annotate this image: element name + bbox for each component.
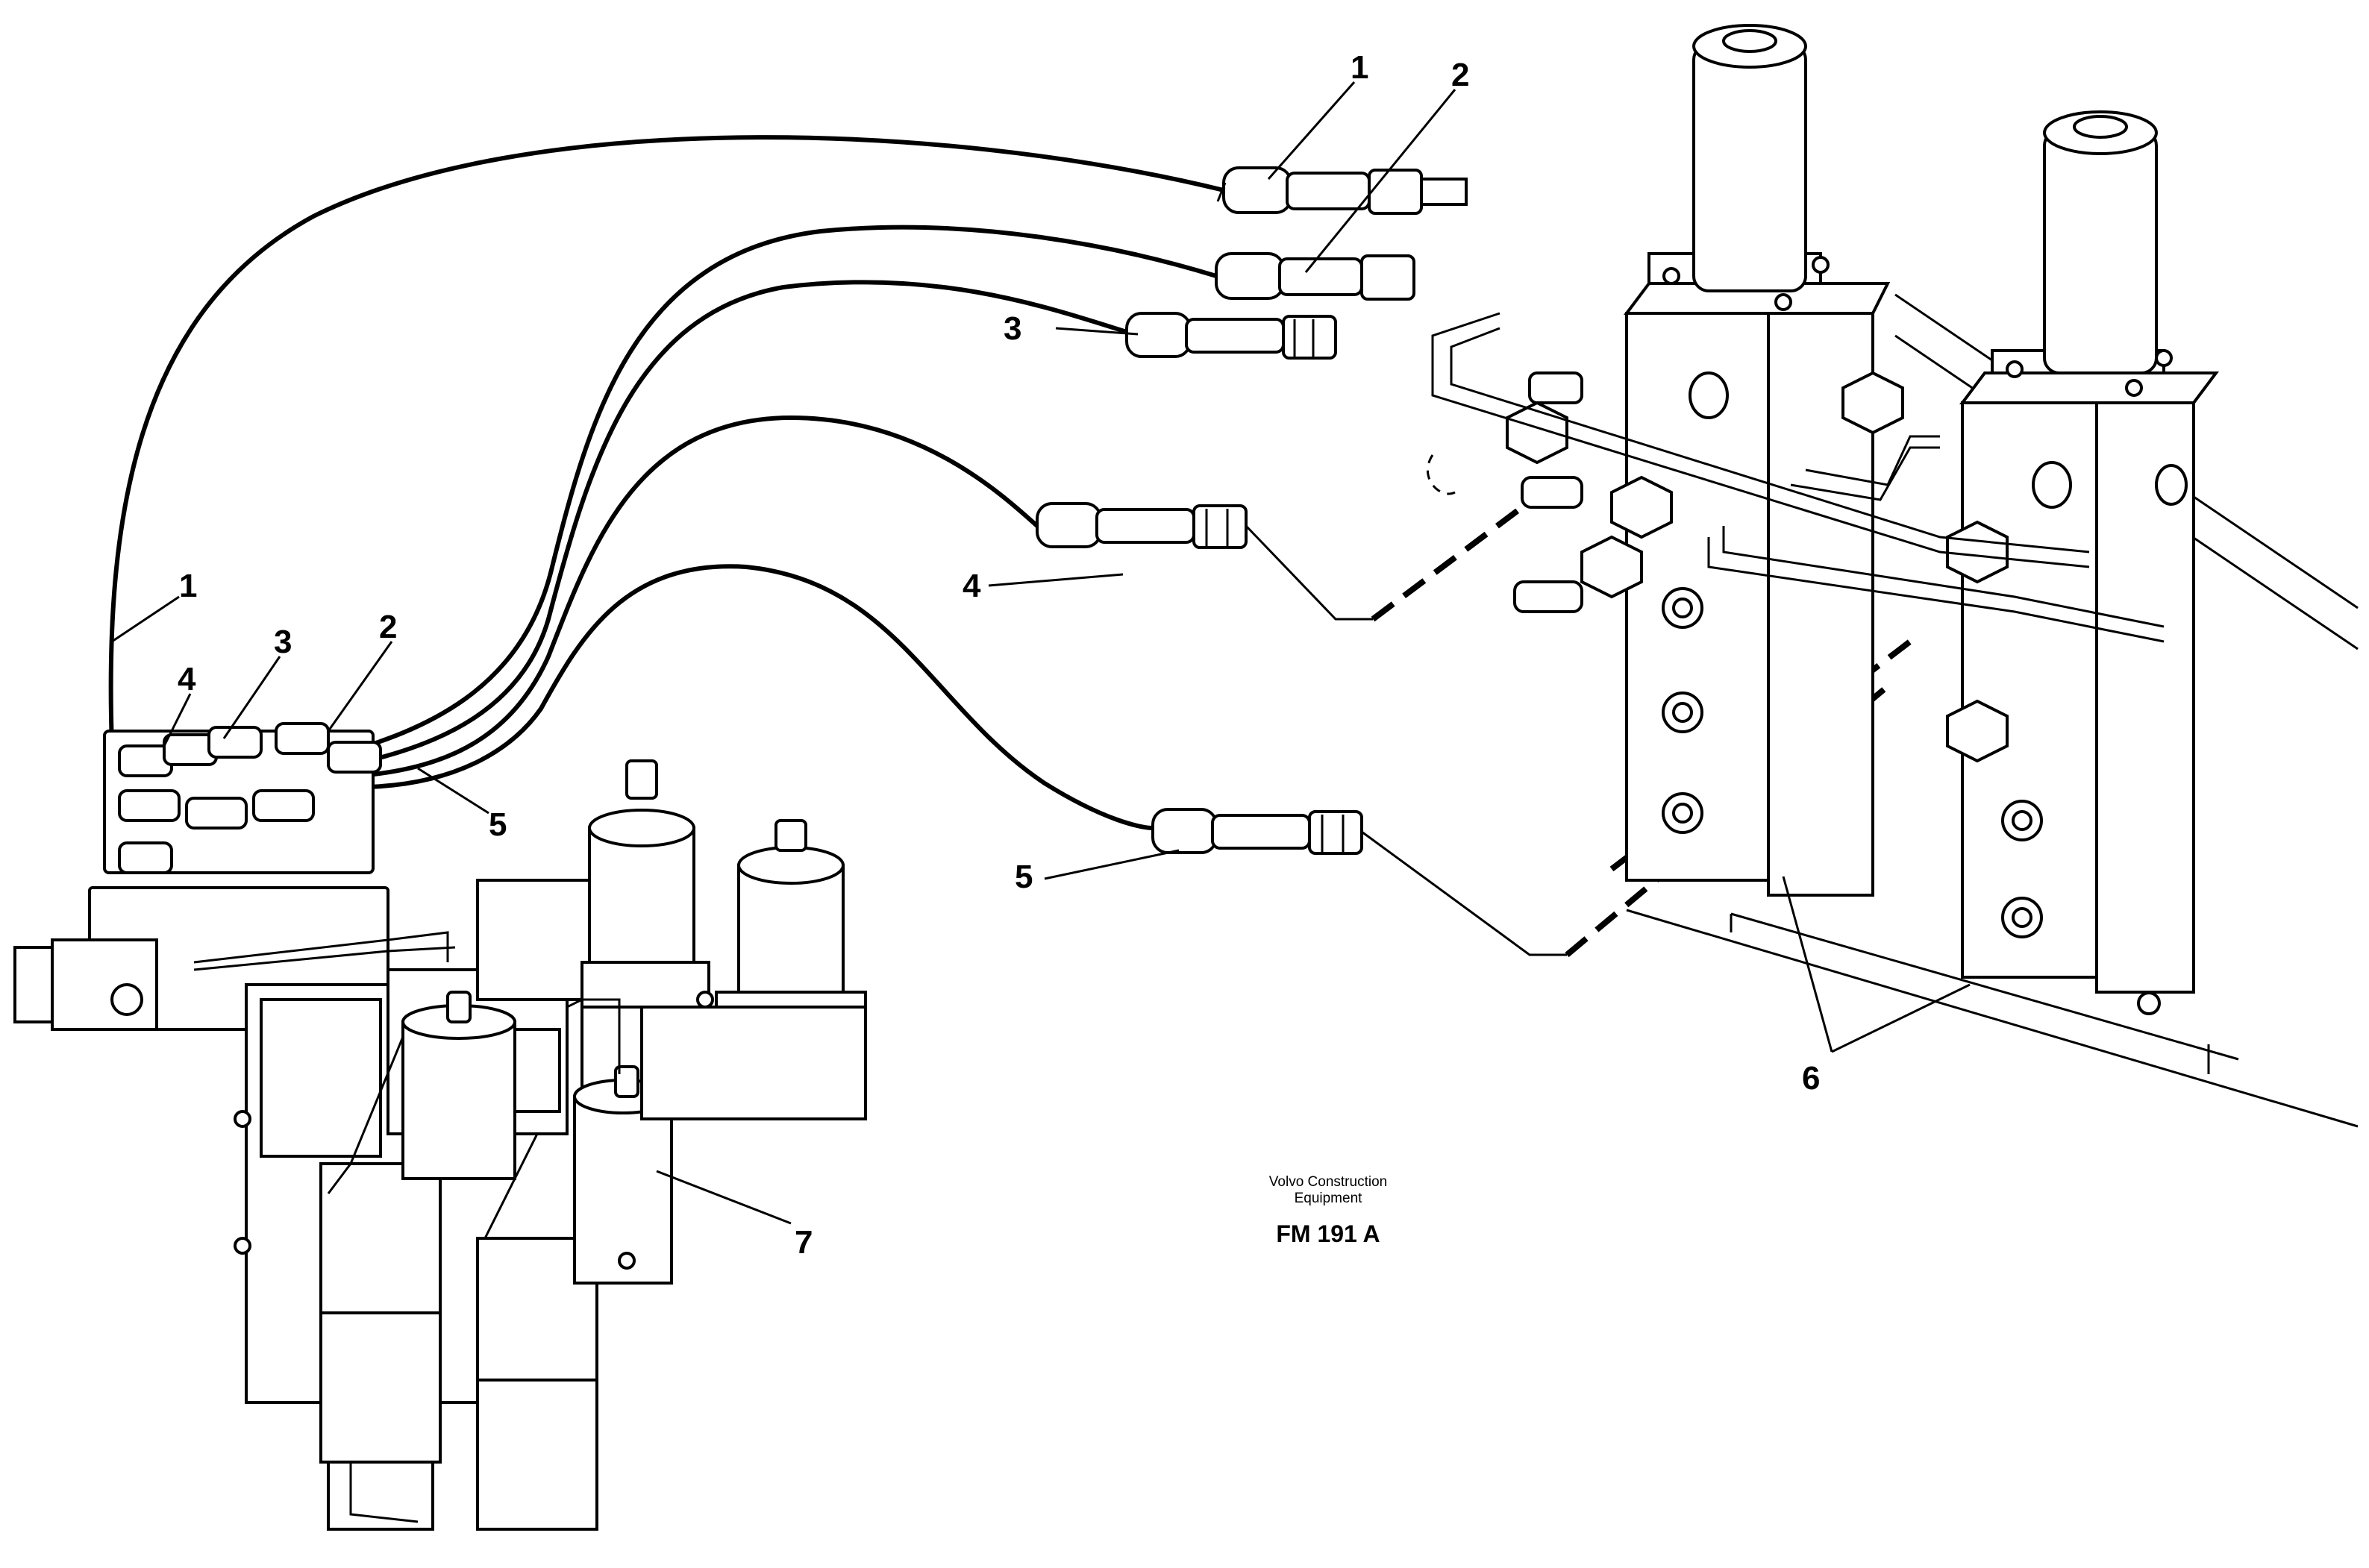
callout-5-right: 5 bbox=[1015, 859, 1033, 895]
hose-end-1 bbox=[1216, 166, 1468, 215]
valve-blocks bbox=[1431, 24, 2359, 1128]
callout-labels: 1 2 3 4 5 1 2 3 4 5 6 7 bbox=[178, 49, 1820, 1261]
leader-lines bbox=[111, 81, 1971, 1225]
callout-3-right: 3 bbox=[1004, 310, 1021, 347]
hose-3 bbox=[348, 280, 1129, 767]
hose-2 bbox=[341, 225, 1218, 756]
callout-7: 7 bbox=[795, 1224, 813, 1261]
valve-block-left bbox=[1624, 24, 1891, 897]
callout-2-left: 2 bbox=[379, 609, 397, 645]
callout-4-right: 4 bbox=[963, 568, 981, 604]
callout-1-right: 1 bbox=[1351, 49, 1368, 86]
callout-6: 6 bbox=[1802, 1060, 1820, 1097]
caption-figure-code: FM 191 A bbox=[1276, 1220, 1380, 1247]
hose-end-fittings bbox=[1036, 166, 1468, 855]
manifold-fittings bbox=[103, 722, 382, 874]
rigid-pipes bbox=[1431, 312, 2165, 643]
hose-4 bbox=[356, 415, 1039, 778]
valve-block-right bbox=[1959, 110, 2219, 1015]
hose-end-5 bbox=[1151, 808, 1363, 855]
hose-1 bbox=[108, 135, 1226, 748]
hose-end-4 bbox=[1036, 502, 1248, 549]
callout-2-right: 2 bbox=[1451, 57, 1469, 93]
callout-1-left: 1 bbox=[179, 568, 197, 604]
hose-routing bbox=[108, 135, 1226, 830]
valve-assembly-left bbox=[13, 722, 867, 1531]
hose-end-2 bbox=[1215, 252, 1415, 301]
hose-end-3 bbox=[1125, 312, 1337, 360]
hose-5 bbox=[367, 564, 1155, 830]
callout-3-left: 3 bbox=[274, 624, 292, 660]
canisters bbox=[401, 809, 867, 1285]
diagram-caption: Volvo Construction Equipment FM 191 A bbox=[1269, 1174, 1387, 1247]
caption-company-sub: Equipment bbox=[1295, 1191, 1363, 1206]
caption-company: Volvo Construction bbox=[1269, 1174, 1387, 1190]
callout-4-left: 4 bbox=[178, 661, 196, 697]
block-fittings bbox=[1506, 371, 2009, 763]
callout-5-left: 5 bbox=[489, 806, 507, 843]
